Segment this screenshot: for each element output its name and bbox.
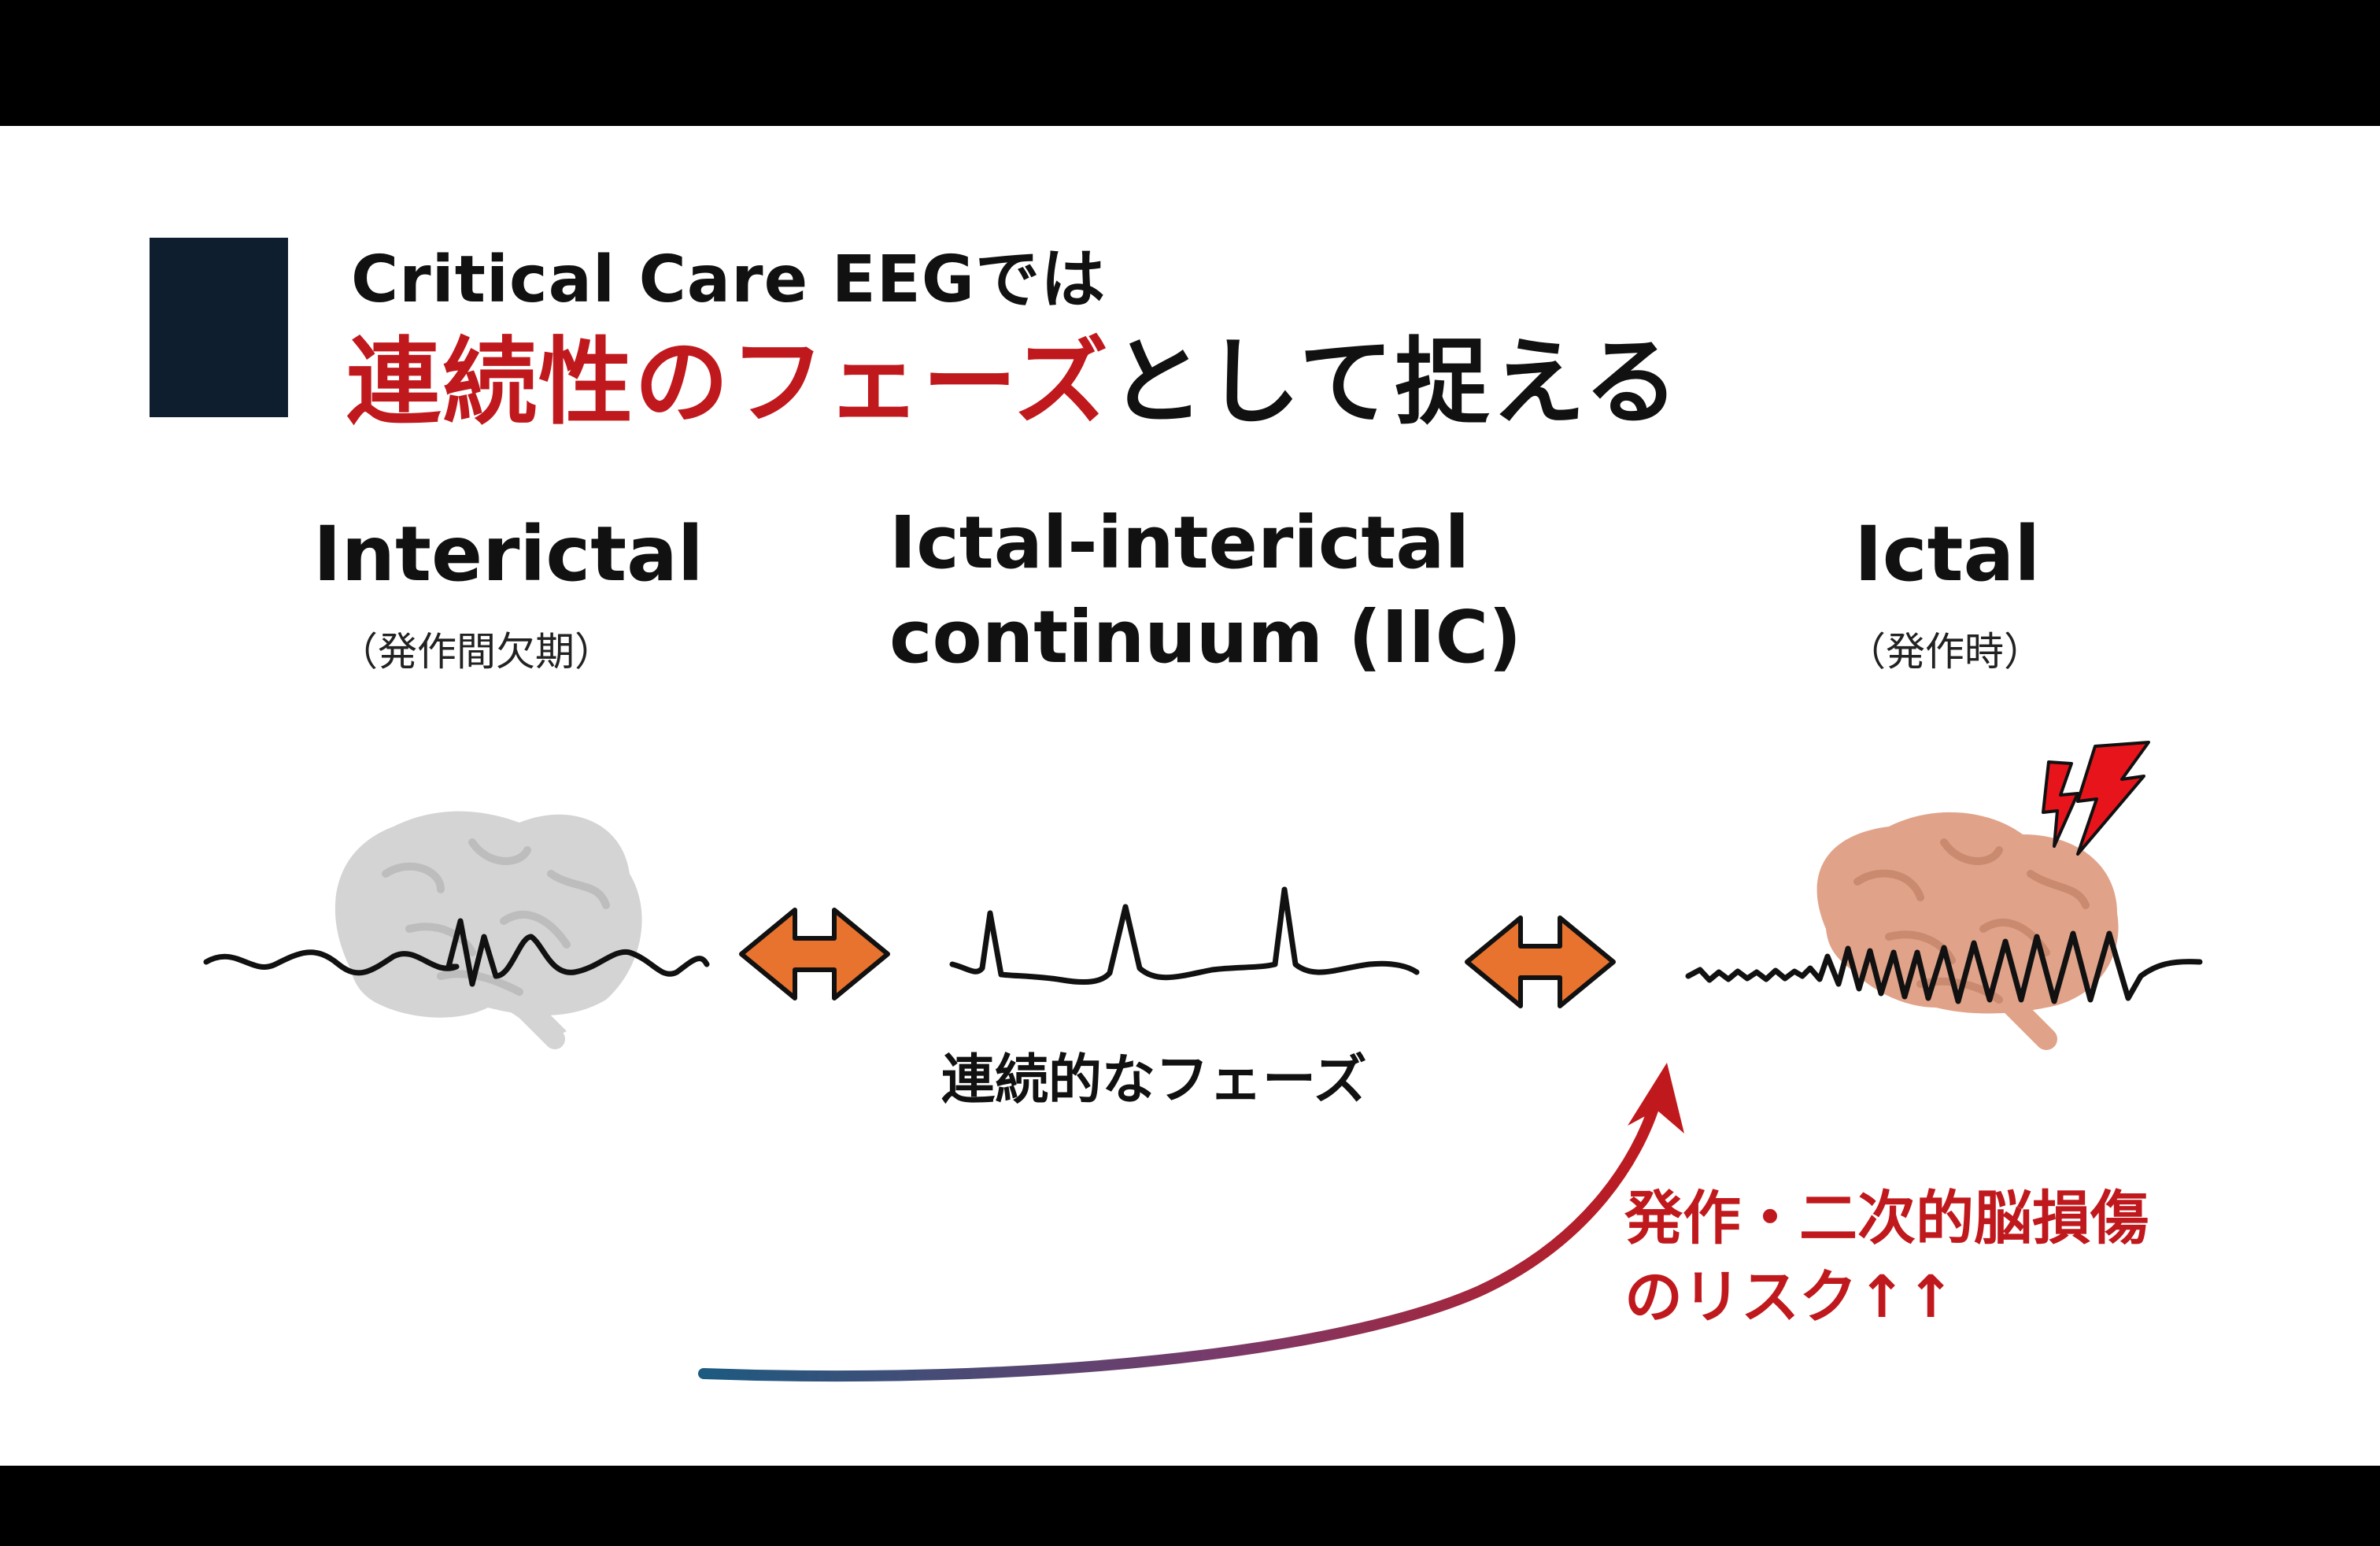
interictal-title: Interictal xyxy=(313,510,704,598)
double-arrow-icon xyxy=(1465,915,1616,1008)
title-rest: として捉える xyxy=(1110,328,1680,438)
lightning-icon xyxy=(2042,741,2150,856)
slide: Critical Care EEGでは 連続性のフェーズとして捉える xyxy=(0,126,2380,1466)
brain-ictal-icon xyxy=(1816,812,2119,1050)
iic-wave xyxy=(949,886,1420,986)
title-line2: 連続性のフェーズとして捉える xyxy=(346,305,1680,442)
brain-gray-icon xyxy=(334,811,642,1049)
title-accent: 連続性のフェーズ xyxy=(346,328,1110,438)
title-square xyxy=(150,238,288,417)
risk-text-line1: 発作・二次的脳損傷 xyxy=(1624,1185,2149,1252)
iic-title-line1: Ictal-interictal xyxy=(889,501,1469,585)
ictal-title: Ictal xyxy=(1854,510,2041,598)
risk-curve xyxy=(698,1093,1662,1382)
risk-arrowhead xyxy=(1628,1063,1684,1134)
continuum-caption: 連続的なフェーズ xyxy=(941,1049,1367,1111)
double-arrow-icon xyxy=(739,908,890,1000)
title-line1: Critical Care EEGでは xyxy=(351,242,1107,317)
risk-text-line2: のリスク↑↑ xyxy=(1624,1263,1956,1331)
iic-title-line2: continuum (IIC) xyxy=(889,595,1522,679)
ictal-subtitle: （発作時） xyxy=(1846,629,2043,675)
interictal-subtitle: （発作間欠期） xyxy=(338,629,614,675)
interictal-wave xyxy=(203,918,710,987)
ictal-wave xyxy=(1685,930,2203,1004)
